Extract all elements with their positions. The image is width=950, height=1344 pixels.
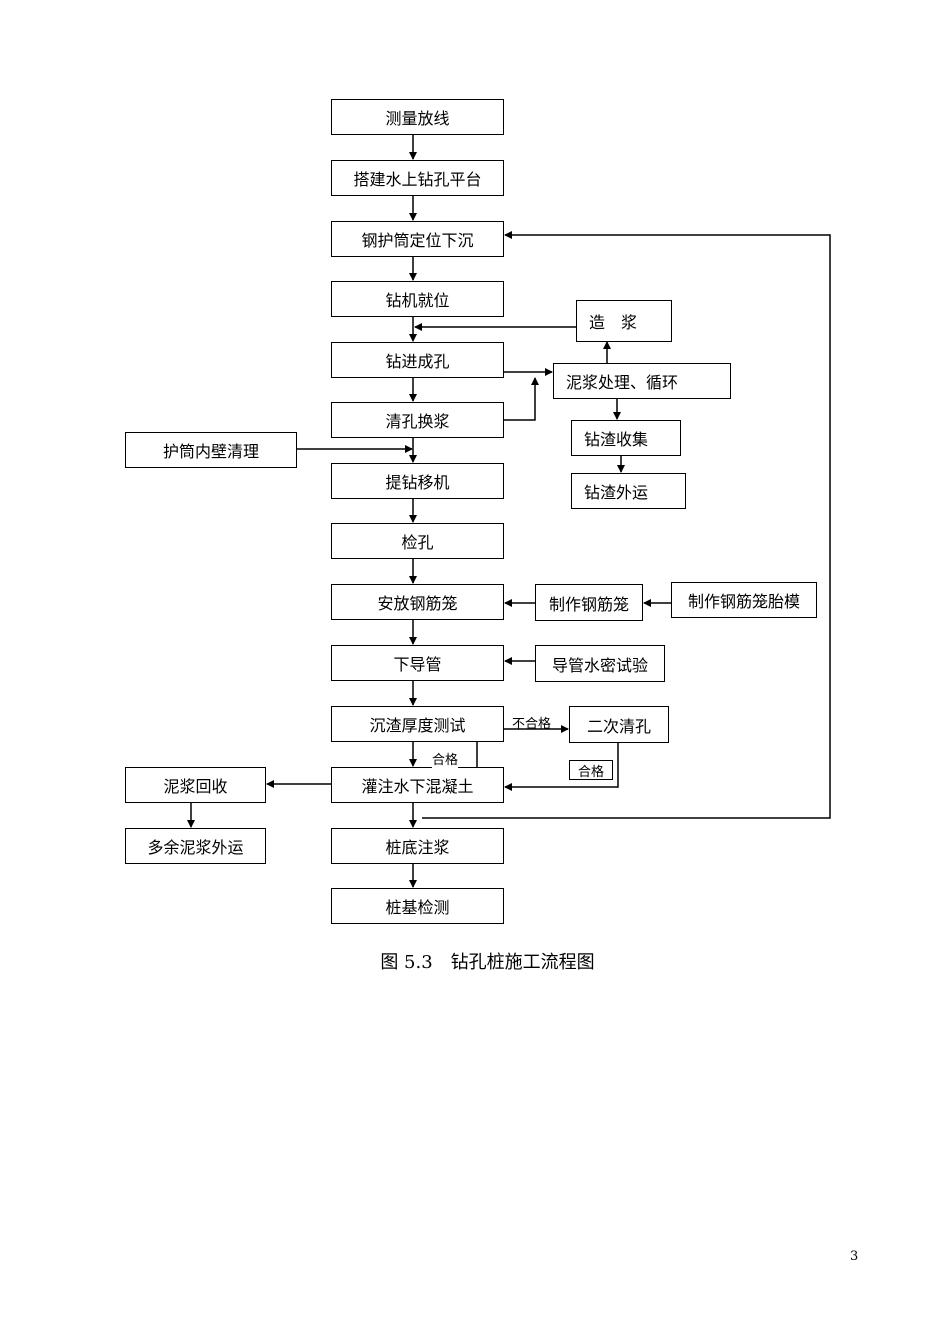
slag-collect: 钻渣收集	[571, 420, 681, 456]
cage-mold: 制作钢筋笼胎模	[671, 582, 817, 618]
step-drilling: 钻进成孔	[331, 342, 504, 378]
slag-transport: 钻渣外运	[571, 473, 686, 509]
step-survey: 测量放线	[331, 99, 504, 135]
step-rig-position: 钻机就位	[331, 281, 504, 317]
figure-caption: 图 5.3 钻孔桩施工流程图	[380, 952, 595, 973]
step-place-cage: 安放钢筋笼	[331, 584, 504, 620]
step-pour-concrete: 灌注水下混凝土	[331, 767, 504, 803]
step-platform: 搭建水上钻孔平台	[331, 160, 504, 196]
pipe-water-test: 导管水密试验	[535, 645, 665, 682]
step-pile-test: 桩基检测	[331, 888, 504, 924]
second-clean: 二次清孔	[569, 706, 669, 743]
mud-process: 泥浆处理、循环	[553, 363, 731, 399]
step-casing: 钢护筒定位下沉	[331, 221, 504, 257]
step-lift-rig: 提钻移机	[331, 463, 504, 499]
step-inspect-hole: 检孔	[331, 523, 504, 559]
excess-mud-transport: 多余泥浆外运	[125, 828, 266, 864]
make-cage: 制作钢筋笼	[535, 584, 643, 621]
fail-label: 不合格	[512, 717, 552, 732]
pass-label-box: 合格	[569, 760, 613, 780]
pass-label: 合格	[432, 749, 459, 768]
step-lower-pipe: 下导管	[331, 645, 504, 681]
step-clean-hole: 清孔换浆	[331, 402, 504, 438]
mud-recover: 泥浆回收	[125, 767, 266, 803]
page-number: 3	[850, 1249, 859, 1264]
step-sediment-test: 沉渣厚度测试	[331, 706, 504, 742]
casing-clean: 护筒内壁清理	[125, 432, 297, 468]
mud-making: 造 浆	[576, 300, 672, 342]
step-base-grouting: 桩底注浆	[331, 828, 504, 864]
